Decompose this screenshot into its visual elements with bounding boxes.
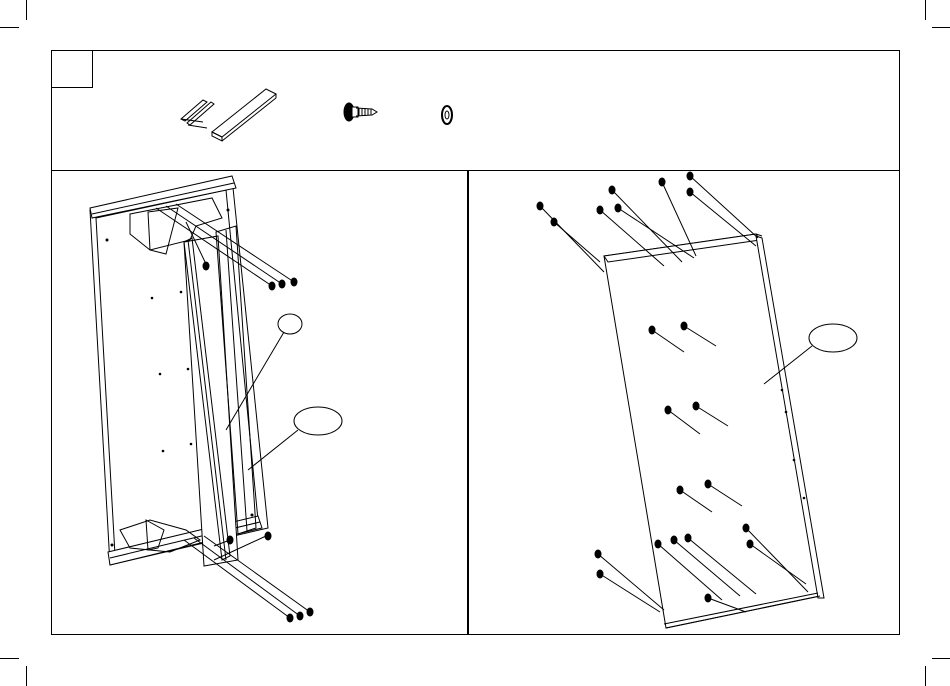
rail-strip-icon [181,89,276,141]
cabinet-frame-left [90,176,313,622]
screws-bottom-right [595,524,808,612]
screw-icon [344,103,377,121]
screws-middle-right [649,322,742,512]
cabinet-back-panel-right [604,234,824,628]
callout-left-large [248,407,342,470]
screws-top-right [537,172,758,272]
callout-left-small [226,314,302,430]
washer-icon [442,106,452,124]
